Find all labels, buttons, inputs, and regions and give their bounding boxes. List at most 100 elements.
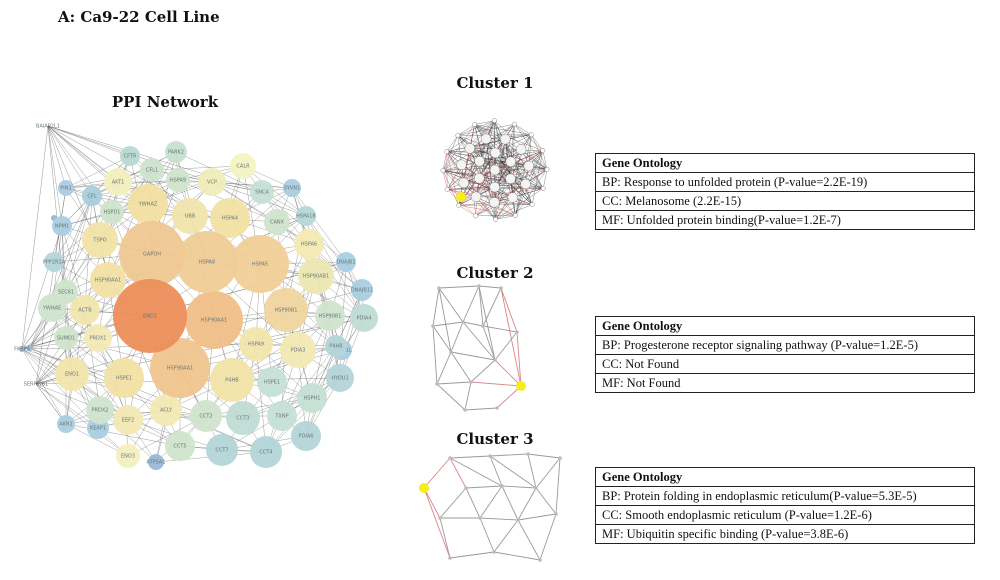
ppi-node-label: TSPO (92, 238, 106, 244)
cluster-1-edge (515, 183, 526, 216)
ppi-edge (65, 337, 129, 421)
cluster-3-nodes (419, 452, 562, 562)
cluster-3-edge (439, 487, 467, 519)
cluster-3-edge (517, 519, 541, 561)
cluster-1-edge (494, 169, 548, 203)
ppi-node-label: KEAP1 (90, 426, 106, 432)
cluster-3-edge (501, 485, 537, 489)
ppi-node-label: HSPA9 (248, 342, 264, 348)
cluster-1-edge (442, 170, 480, 179)
ppi-edge (205, 397, 313, 417)
ppi-edge (35, 383, 129, 457)
ppi-node-label: ENO1 (143, 314, 157, 320)
ppi-edge (47, 125, 63, 227)
ppi-node-label: HSPE1 (116, 376, 132, 382)
cluster-1-edge (494, 202, 533, 205)
ppi-node (100, 200, 124, 224)
ppi-node (57, 415, 75, 433)
go-cc-row: CC: Smooth endoplasmic reticulum (P-valu… (595, 505, 975, 525)
cluster-1-edge (442, 170, 448, 190)
cluster-1-edge (442, 135, 458, 171)
ppi-node (297, 383, 327, 413)
cluster-1-node (490, 147, 501, 159)
cluster-1-edge (469, 148, 496, 220)
cluster-3-edge (449, 457, 503, 487)
ppi-node (166, 168, 190, 192)
cluster-3-node (464, 486, 468, 490)
ppi-network-title: PPI Network (111, 93, 219, 111)
ppi-node-label: HSPA9 (170, 178, 186, 184)
cluster-2-node (481, 324, 485, 328)
cluster-1-edge (463, 120, 495, 183)
cluster-1-edge (442, 151, 447, 171)
ppi-node-label: VCP (207, 180, 217, 186)
cluster-1-edge (442, 170, 495, 203)
ppi-node (172, 198, 208, 234)
cluster-1-node (513, 213, 518, 218)
ppi-node-label: CCT3 (236, 416, 249, 422)
ppi-node (19, 346, 25, 352)
cluster-1-edge (457, 120, 495, 136)
cluster-1-edge (475, 165, 529, 216)
cluster-1-node (473, 213, 479, 219)
ppi-edge (35, 383, 99, 429)
ppi-node (113, 405, 143, 435)
cluster-1-graph (440, 118, 550, 222)
ppi-node (294, 229, 324, 259)
cluster-1-edge (495, 215, 516, 220)
ppi-edge (65, 155, 131, 189)
cluster-1-edge (469, 148, 476, 216)
ppi-node (82, 222, 118, 258)
cluster-1-edge (442, 161, 511, 171)
cluster-3-edge (423, 487, 441, 519)
cluster-1-node (489, 164, 501, 176)
cluster-3-node (526, 452, 530, 456)
ppi-edge (255, 317, 365, 345)
ppi-node-label: CCT5 (173, 444, 186, 450)
cluster-1-edge (457, 124, 475, 136)
cluster-1-edge (495, 134, 532, 154)
ppi-node-label: DNAJB11 (351, 288, 373, 294)
cluster-3-node (448, 456, 452, 460)
ppi-node (84, 324, 112, 352)
ppi-node-label: PRDX1 (90, 336, 107, 342)
cluster-1-edge (510, 134, 532, 179)
ppi-node-label: SUMO1 (57, 336, 75, 342)
ppi-node-label: DNAJB1 (336, 260, 355, 266)
ppi-node-label: HSPD1 (104, 210, 121, 216)
ppi-edge (151, 165, 244, 171)
ppi-node-label: GAPDH (143, 252, 161, 258)
cluster-2-node (499, 286, 503, 290)
cluster-2-graph (431, 284, 526, 412)
ppi-node-label: CFL1 (146, 168, 158, 174)
ppi-edge (305, 215, 363, 291)
cluster-3-graph (419, 452, 562, 562)
cluster-3-edge (479, 517, 495, 553)
ppi-edge (29, 195, 93, 349)
cluster-1-edge (469, 120, 495, 149)
ppi-edge (21, 348, 67, 425)
cluster-3-edge (535, 487, 557, 515)
cluster-2-edge (462, 321, 496, 361)
ppi-node-label: P4HB (329, 344, 343, 350)
cluster-2-edge (450, 351, 472, 383)
cluster-2-title: Cluster 2 (456, 264, 534, 282)
cluster-3-node (492, 550, 496, 554)
cluster-1-edge (476, 188, 544, 197)
cluster-1-node (529, 202, 535, 207)
cluster-3-node (448, 556, 452, 560)
cluster-1-node (507, 192, 518, 203)
ppi-node (128, 184, 168, 224)
ppi-node-label: HSP90AB1 (303, 274, 329, 280)
cluster-1-edge (447, 183, 526, 190)
ppi-node (291, 421, 321, 451)
cluster-1-edge (458, 205, 476, 216)
cluster-1-node (470, 191, 482, 203)
cluster-2-edge (432, 325, 438, 385)
cluster-1-edge (515, 169, 548, 216)
cluster-1-node (456, 202, 462, 208)
ppi-node (116, 444, 140, 468)
ppi-node-label: HSP90AA1 (167, 366, 193, 372)
cluster-1-edge (447, 161, 480, 190)
ppi-node-label: YWHAZ (138, 202, 158, 208)
